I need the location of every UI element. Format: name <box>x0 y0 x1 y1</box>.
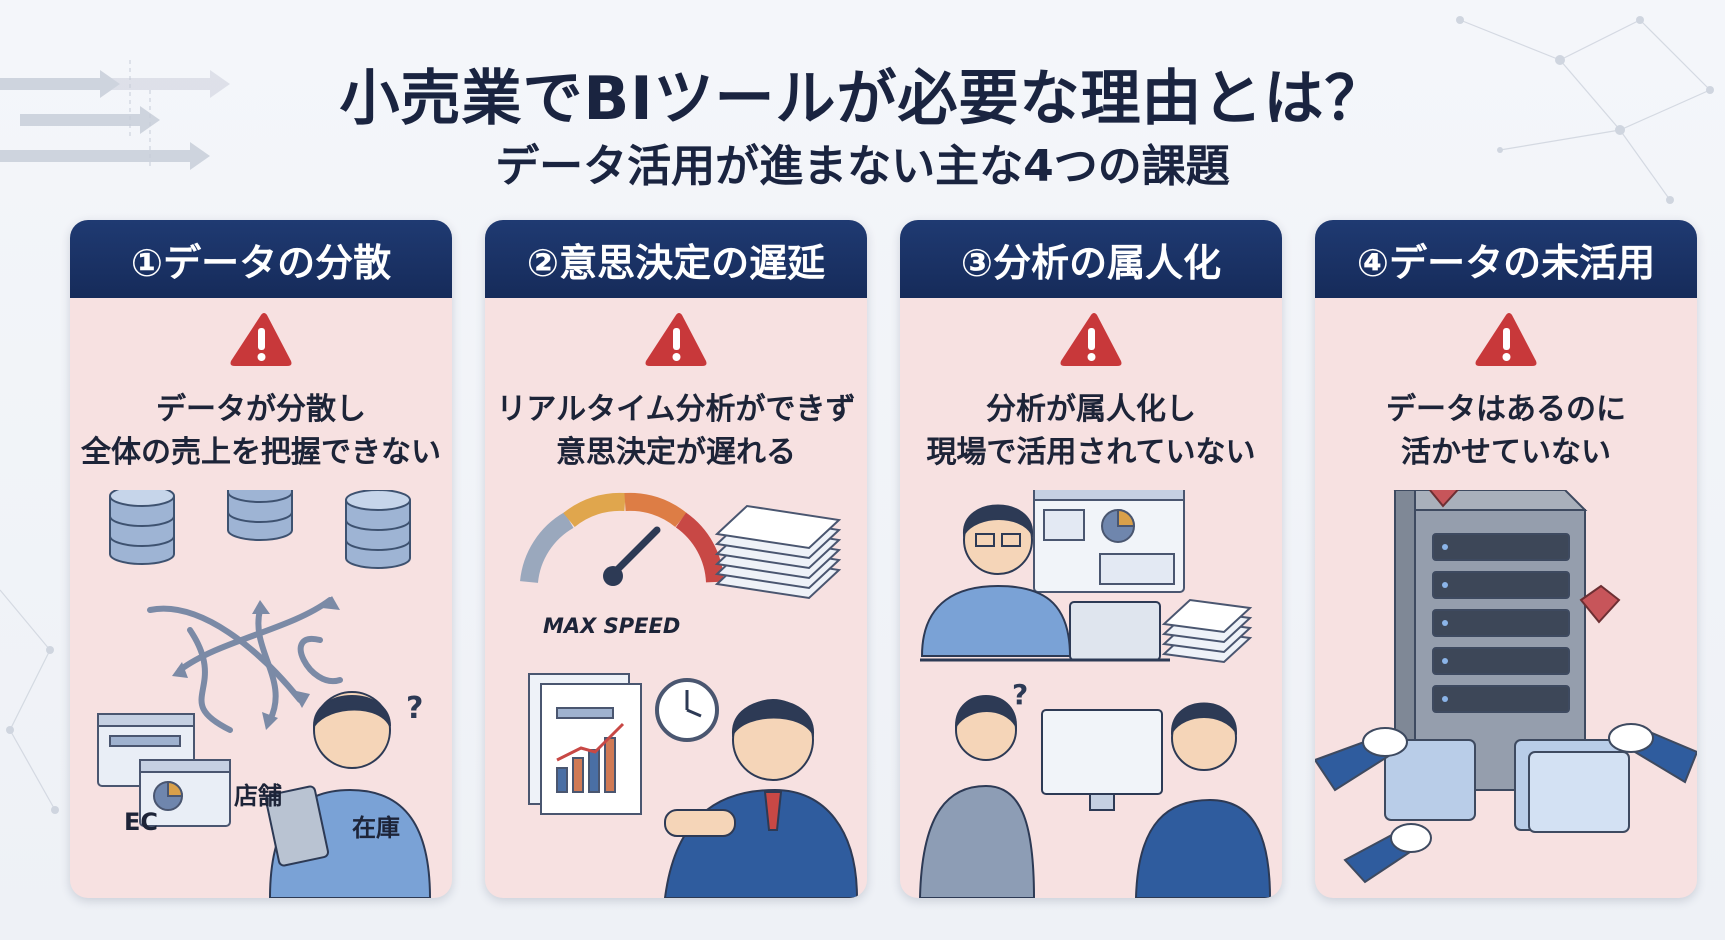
decorative-network-left <box>0 589 59 814</box>
card-description: 分析が属人化し 現場で活用されていない <box>926 392 1256 470</box>
card-analysis-dependency: ③分析の属人化 分析が属人化し 現場で活用されていない <box>900 220 1282 898</box>
svg-text:?: ? <box>1012 678 1028 711</box>
label-store: 店舗 <box>234 782 282 810</box>
decorative-network <box>1456 16 1714 204</box>
card-description: リアルタイム分析ができず 意思決定が遅れる <box>496 392 856 470</box>
speed-gauge-illustration <box>520 492 859 898</box>
card-heading: ③分析の属人化 <box>900 220 1282 298</box>
warning-icon <box>230 313 292 366</box>
card-decision-delay: ②意思決定の遅延 リアルタイム分析ができず 意思決定が遅れる <box>485 220 867 898</box>
label-max-speed: MAX SPEED <box>543 614 681 638</box>
card-heading: ①データの分散 <box>70 220 452 298</box>
page-subtitle: データ活用が進まない主な4つの課題 <box>495 141 1230 192</box>
warning-icon <box>645 313 707 366</box>
card-heading: ④データの未活用 <box>1315 220 1697 298</box>
label-stock: 在庫 <box>352 814 400 842</box>
page-title: 小売業でBIツールが必要な理由とは？ <box>339 64 1386 134</box>
svg-text:?: ? <box>406 691 423 726</box>
card-data-dispersion: ①データの分散 データが分散し 全体の売上を把握できない <box>70 220 452 898</box>
analyst-illustration: ? <box>918 490 1272 898</box>
card-heading: ②意思決定の遅延 <box>485 220 867 298</box>
server-illustration <box>1315 490 1697 884</box>
label-ec: EC <box>124 808 159 836</box>
card-description: データが分散し 全体の売上を把握できない <box>81 392 441 470</box>
dispersed-data-illustration: ? <box>97 490 432 898</box>
warning-icon <box>1060 313 1122 366</box>
card-data-unused: ④データの未活用 データはあるのに 活かせていない <box>1315 220 1697 898</box>
warning-icon <box>1475 313 1537 366</box>
decorative-arrows <box>0 60 230 170</box>
card-description: データはあるのに 活かせていない <box>1386 392 1626 470</box>
